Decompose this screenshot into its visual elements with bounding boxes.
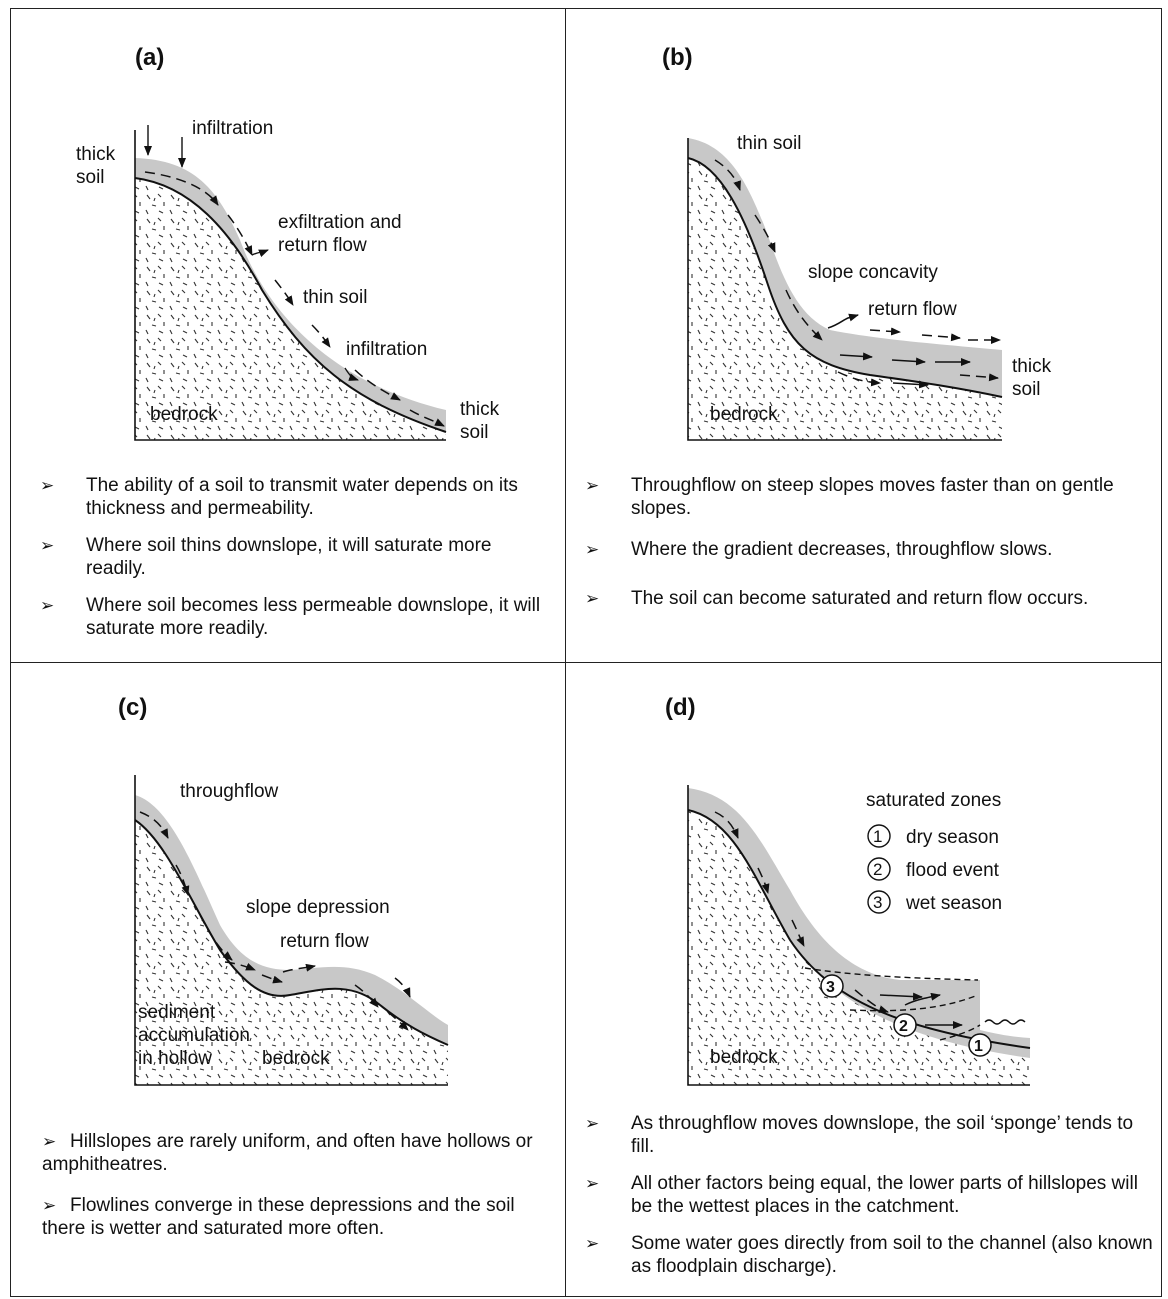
label-thick-a1: thick: [76, 144, 116, 165]
zone-marker-3: 3: [820, 974, 844, 998]
legend-item-1: 1 dry season: [867, 824, 999, 848]
legend-item-2: 2 flood event: [867, 857, 1000, 881]
bedrock-d: [688, 810, 1030, 1085]
panel-c-diagram: throughflow slope depression return flow…: [134, 775, 449, 1086]
svg-text:2: 2: [899, 1018, 908, 1035]
panel-a-diagram: thick soil infiltration exfiltration and…: [76, 118, 500, 443]
bullet-item: ➢All other factors being equal, the lowe…: [585, 1173, 1138, 1217]
svg-text:2: 2: [873, 860, 882, 879]
bedrock-c: [135, 820, 448, 1085]
soil-layer-a: [135, 158, 446, 432]
label-returnflow-b: return flow: [868, 299, 957, 320]
panel-a-label: (a): [135, 44, 165, 71]
panel-b-bullets: ➢Throughflow on steep slopes moves faste…: [585, 474, 1145, 624]
label-infiltration-a2: infiltration: [346, 339, 427, 360]
label-saturated-zones: saturated zones: [866, 790, 1001, 811]
label-returnflow-a: return flow: [278, 235, 367, 256]
label-thinsoil-a: thin soil: [303, 287, 367, 308]
label-bedrock-c: bedrock: [262, 1048, 330, 1069]
bullet-item: ➢The ability of a soil to transmit water…: [40, 475, 518, 519]
bullet-item: ➢Where soil becomes less permeable downs…: [40, 595, 541, 639]
label-infiltration-a1: infiltration: [192, 118, 273, 139]
bullet-item: ➢Throughflow on steep slopes moves faste…: [585, 475, 1114, 519]
bullet-item: ➢Flowlines converge in these depressions…: [42, 1195, 515, 1239]
label-bedrock-a: bedrock: [150, 404, 218, 425]
svg-text:dry season: dry season: [906, 827, 999, 848]
svg-text:1: 1: [974, 1038, 983, 1055]
soil-layer-d: [688, 788, 1030, 1058]
panel-d-diagram: 3 2 1 saturated zones 1 dry season 2 flo…: [687, 785, 1031, 1086]
soil-layer-b: [688, 138, 1002, 397]
bullet-item: ➢The soil can become saturated and retur…: [585, 588, 1089, 609]
label-thick-a2: thick: [460, 399, 500, 420]
bullet-item: ➢Hillslopes are rarely uniform, and ofte…: [42, 1131, 533, 1175]
label-soil-a2: soil: [460, 422, 489, 443]
label-bedrock-b: bedrock: [710, 404, 778, 425]
svg-text:wet season: wet season: [905, 893, 1002, 914]
label-exfiltration-a: exfiltration and: [278, 212, 402, 233]
label-thinsoil-b: thin soil: [737, 133, 801, 154]
svg-text:3: 3: [826, 979, 835, 996]
svg-text:flood event: flood event: [906, 860, 1000, 881]
label-soil-a1: soil: [76, 167, 105, 188]
label-throughflow-c: throughflow: [180, 781, 279, 802]
panel-d-bullets: ➢As throughflow moves downslope, the soi…: [585, 1112, 1160, 1292]
label-sediment-c2: accumulation: [138, 1025, 250, 1046]
label-returnflow-c: return flow: [280, 931, 369, 952]
legend-item-3: 3 wet season: [867, 890, 1002, 914]
panel-c-label: (c): [118, 694, 148, 721]
bedrock-a: [135, 178, 446, 440]
label-concavity-b: slope concavity: [808, 262, 938, 283]
svg-text:1: 1: [873, 827, 882, 846]
figure-frame: [10, 8, 1162, 1297]
horizontal-divider: [10, 662, 1162, 663]
panel-b-label: (b): [662, 44, 693, 71]
label-soil-b: soil: [1012, 379, 1041, 400]
label-sediment-c1: sediment: [138, 1002, 216, 1023]
zone-marker-1: 1: [968, 1033, 992, 1057]
vertical-divider: [565, 8, 566, 1297]
panel-c-bullets: ➢Hillslopes are rarely uniform, and ofte…: [42, 1130, 542, 1254]
bullet-item: ➢Some water goes directly from soil to t…: [585, 1233, 1153, 1277]
bullet-item: ➢As throughflow moves downslope, the soi…: [585, 1113, 1134, 1157]
zone-marker-2: 2: [893, 1013, 917, 1037]
label-sediment-c3: in hollow: [138, 1048, 212, 1069]
bullet-item: ➢Where the gradient decreases, throughfl…: [585, 539, 1053, 560]
label-thick-b: thick: [1012, 356, 1052, 377]
soil-layer-c: [135, 795, 448, 1045]
panel-d-label: (d): [665, 694, 696, 721]
label-depression-c: slope depression: [246, 897, 390, 918]
bedrock-b: [688, 158, 1002, 440]
label-bedrock-d: bedrock: [710, 1047, 778, 1068]
panel-b-diagram: thin soil slope concavity return flow th…: [687, 133, 1052, 441]
bullet-item: ➢Where soil thins downslope, it will sat…: [40, 535, 492, 579]
svg-text:3: 3: [873, 893, 882, 912]
panel-a-bullets: ➢The ability of a soil to transmit water…: [40, 474, 550, 654]
